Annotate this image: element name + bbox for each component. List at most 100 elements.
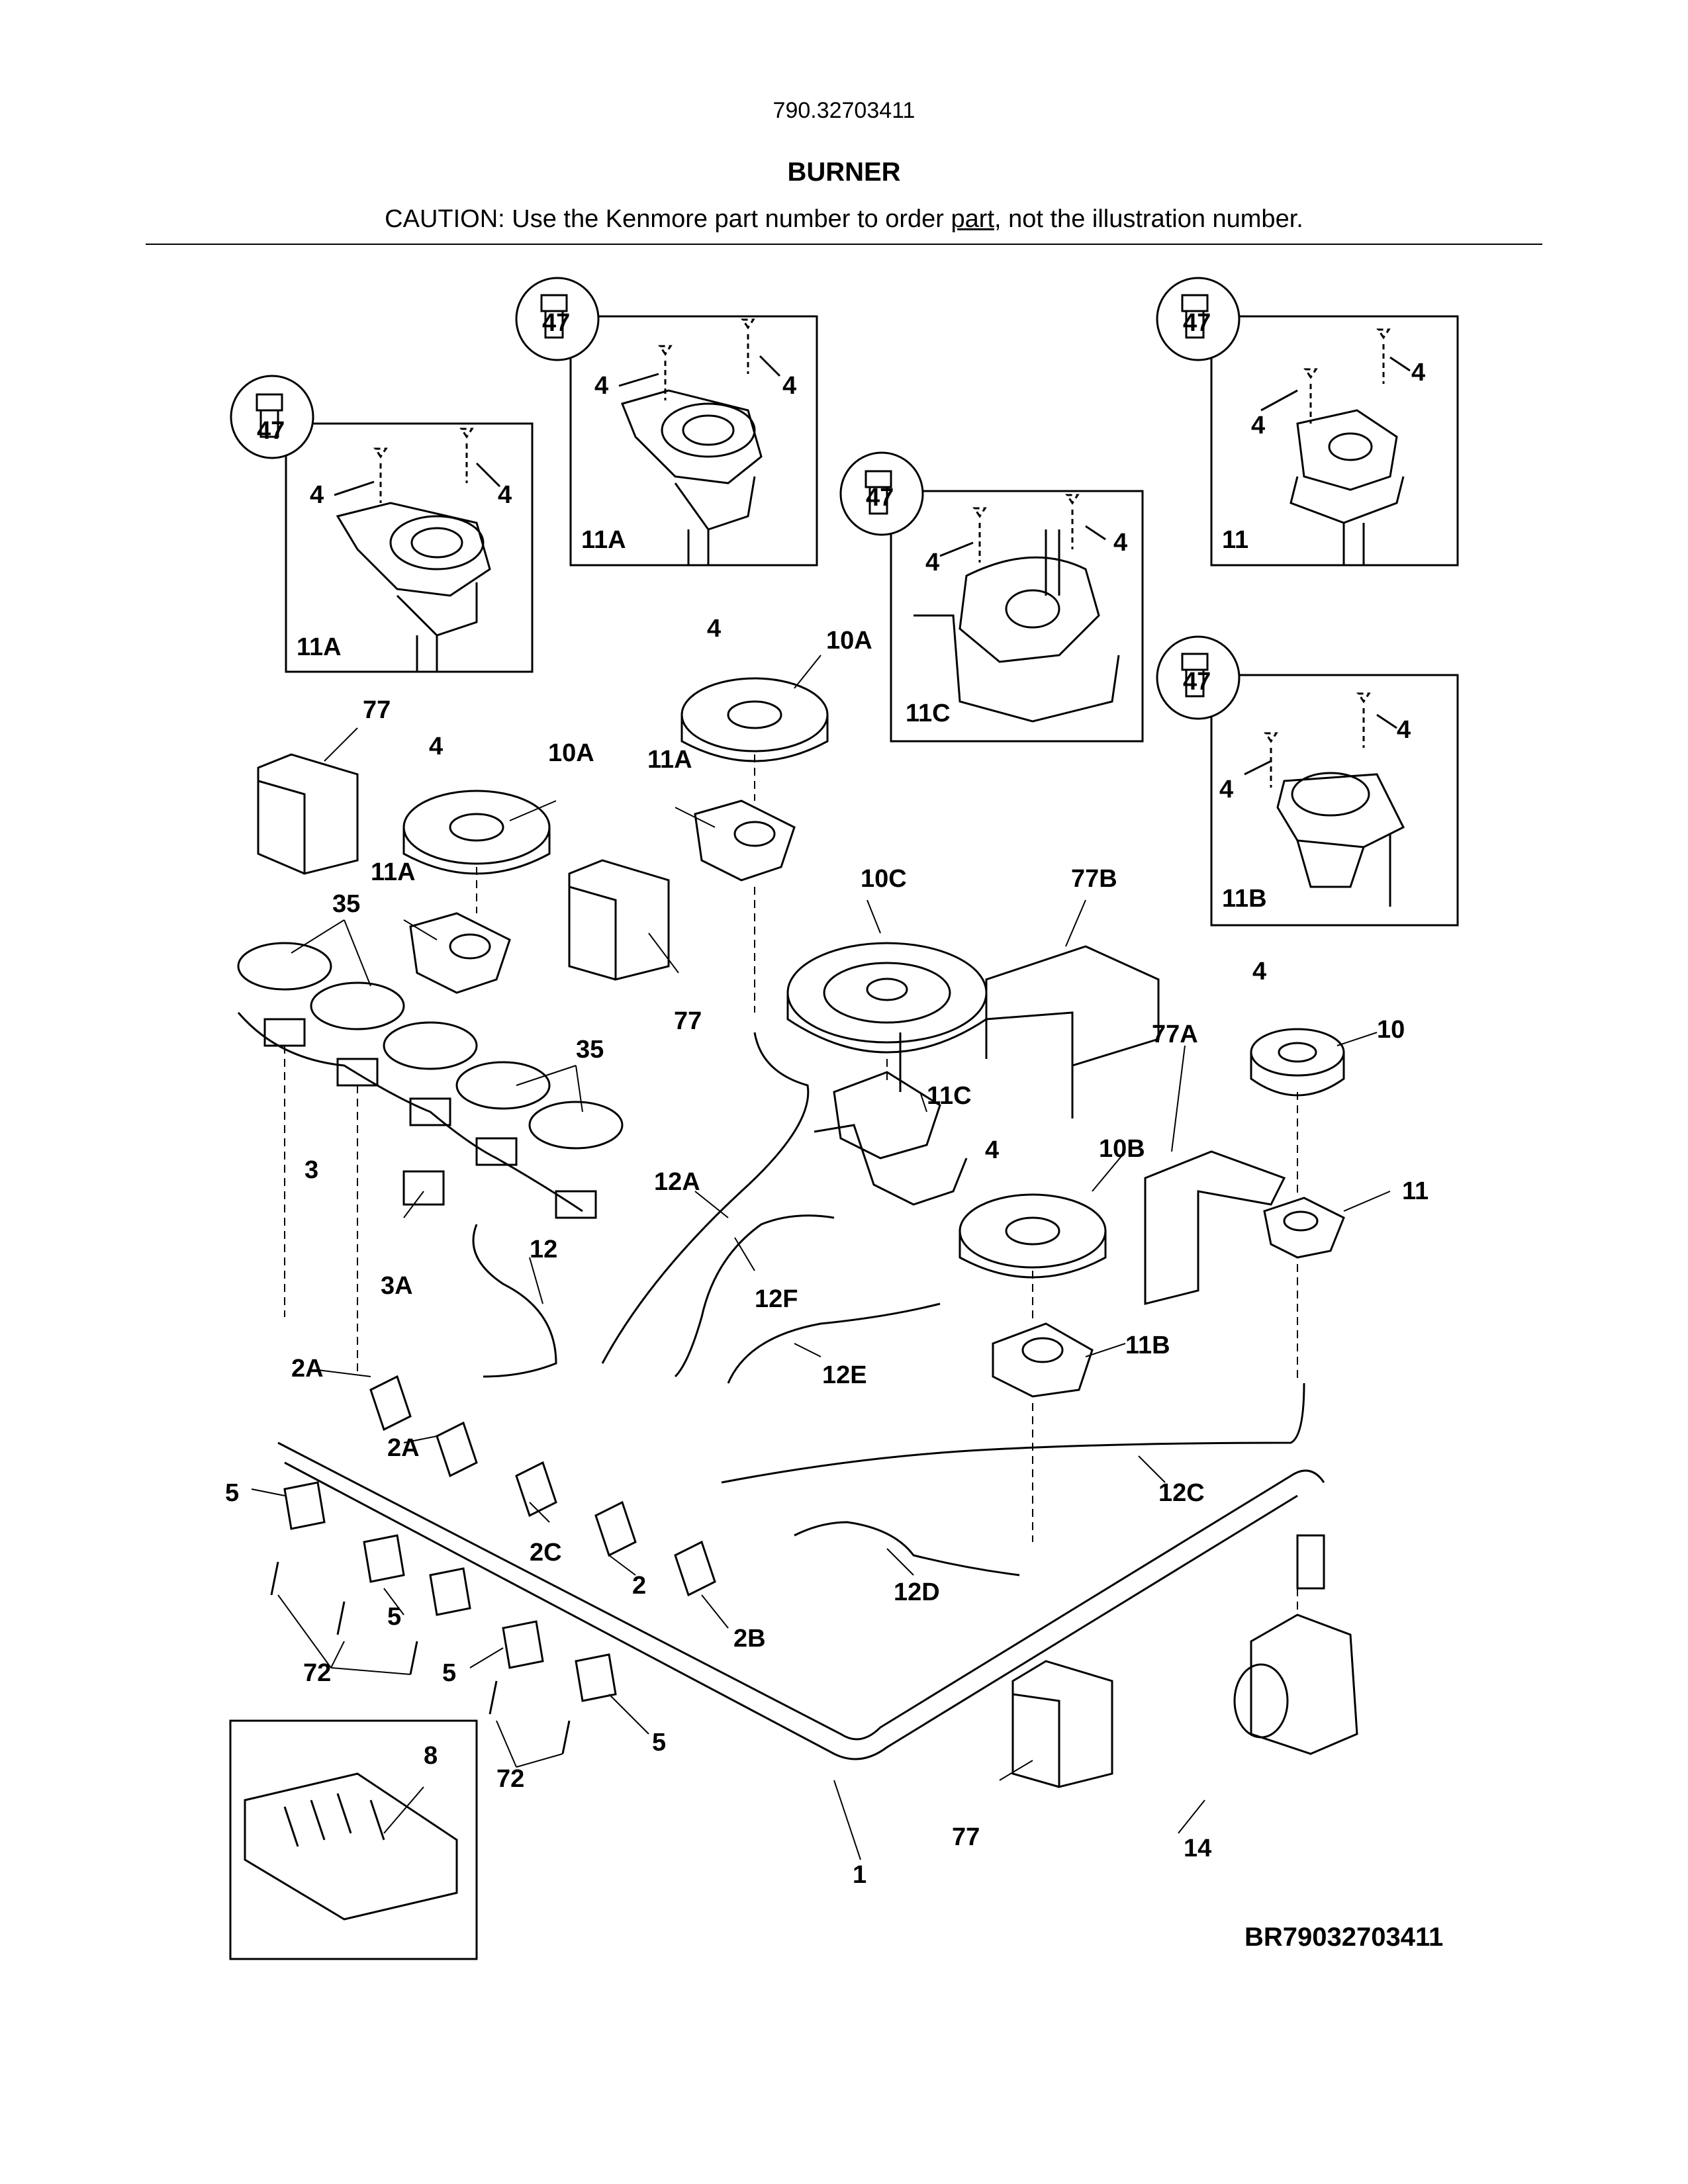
callout-14: 14	[1184, 1835, 1211, 1862]
callout-10: 10	[1377, 1016, 1405, 1044]
callout-77: 77	[674, 1007, 702, 1035]
callout-12C: 12C	[1158, 1479, 1205, 1507]
caution-note: CAUTION: Use the Kenmore part number to …	[0, 205, 1688, 234]
callout-10B: 10B	[1099, 1135, 1145, 1163]
callout-77: 77	[952, 1823, 980, 1851]
callout-47: 47	[1183, 668, 1211, 696]
burner-valves	[369, 1375, 716, 1597]
callout-11A: 11A	[297, 633, 342, 661]
callout-4: 4	[310, 481, 324, 509]
callout-4: 4	[782, 372, 796, 400]
inset-11A-left	[230, 375, 534, 673]
drawing-id: BR79032703411	[1244, 1923, 1444, 1952]
callout-47: 47	[542, 309, 570, 337]
callout-12F: 12F	[755, 1285, 798, 1313]
bracket-77-left	[257, 753, 359, 875]
callout-35: 35	[576, 1036, 604, 1064]
callout-47: 47	[866, 484, 894, 512]
caution-suffix: , not the illustration number.	[994, 205, 1303, 233]
bracket-77-bottom	[1011, 1660, 1113, 1788]
bracket-77A	[1144, 1150, 1286, 1305]
callout-5: 5	[652, 1729, 666, 1756]
callout-2: 2	[632, 1572, 646, 1600]
callout-4: 4	[498, 481, 512, 509]
bracket-77-center	[568, 859, 670, 981]
burner-10	[1250, 1028, 1345, 1097]
callout-4: 4	[707, 615, 721, 643]
callout-4: 4	[1251, 412, 1265, 439]
callout-2C: 2C	[530, 1539, 562, 1567]
inset-11	[1156, 277, 1459, 567]
inset-11C	[839, 451, 1144, 743]
callout-10A: 10A	[826, 627, 872, 655]
tray-35-set	[237, 942, 624, 1150]
header-divider	[146, 244, 1542, 245]
callout-labels: 47 47 47 47 47 4 4 4 4 4 4 4 4 4 4 4 4 4…	[225, 309, 1429, 1889]
caution-part-link[interactable]: part	[951, 205, 994, 233]
callout-11C: 11C	[906, 700, 951, 727]
igniter-harness-3	[237, 1012, 597, 1219]
callout-2A: 2A	[291, 1355, 324, 1383]
callout-11: 11	[1402, 1177, 1429, 1205]
callout-12D: 12D	[894, 1578, 940, 1606]
callout-10C: 10C	[861, 865, 907, 893]
burner-head-11A-lower	[409, 912, 511, 994]
inset-spark-module-8	[229, 1719, 478, 1960]
callout-3A: 3A	[381, 1272, 413, 1300]
callout-1: 1	[853, 1861, 867, 1889]
callout-12: 12	[530, 1236, 557, 1263]
section-title: BURNER	[787, 158, 901, 187]
callout-4: 4	[1113, 529, 1127, 557]
callout-11: 11	[1222, 526, 1248, 554]
callout-5: 5	[442, 1659, 456, 1687]
burner-10B	[959, 1193, 1107, 1279]
inset-11A-top	[515, 277, 818, 567]
callout-4: 4	[925, 549, 939, 576]
bracket-77B	[985, 945, 1160, 1118]
burner-10C	[786, 942, 988, 1054]
model-number: 790.32703411	[773, 98, 915, 123]
pressure-regulator-14	[1233, 1534, 1358, 1755]
callout-47: 47	[257, 417, 285, 445]
callout-4: 4	[594, 372, 608, 400]
callout-4: 4	[1219, 776, 1233, 803]
callout-77B: 77B	[1071, 865, 1117, 893]
callout-11B: 11B	[1125, 1332, 1170, 1359]
manifold-pipe-1	[277, 1441, 1325, 1760]
callout-3: 3	[305, 1156, 318, 1184]
callout-77: 77	[363, 696, 391, 724]
callout-11A: 11A	[371, 858, 416, 886]
alignment-lines	[284, 754, 1298, 1615]
callout-5: 5	[387, 1603, 401, 1631]
callout-2B: 2B	[733, 1625, 766, 1653]
callout-4: 4	[1411, 359, 1425, 387]
callout-8: 8	[424, 1742, 438, 1770]
callout-2A: 2A	[387, 1434, 420, 1462]
callout-5: 5	[225, 1479, 239, 1507]
callout-4: 4	[429, 733, 443, 760]
burner-head-11B	[992, 1322, 1094, 1398]
leader-lines	[251, 655, 1391, 1860]
callout-72: 72	[496, 1765, 524, 1793]
page-header: 790.32703411 BURNER CAUTION: Use the Ken…	[0, 0, 1688, 251]
gas-tubes	[472, 1032, 1305, 1576]
callout-11A: 11A	[647, 746, 692, 774]
burner-head-11A-upper	[694, 799, 796, 882]
callout-12E: 12E	[822, 1361, 867, 1389]
burner-head-11C	[814, 1032, 968, 1206]
burner-10A-upper	[680, 677, 829, 762]
callout-35: 35	[332, 890, 360, 918]
callout-47: 47	[1183, 309, 1211, 337]
inset-11B	[1156, 635, 1459, 927]
callout-4: 4	[1397, 716, 1411, 744]
callout-4: 4	[985, 1136, 999, 1164]
callout-11B: 11B	[1222, 885, 1267, 913]
callout-77A: 77A	[1152, 1021, 1198, 1048]
callout-11A: 11A	[581, 526, 626, 554]
clips-and-screws	[270, 1481, 617, 1754]
burner-head-11	[1263, 1197, 1345, 1259]
callout-12A: 12A	[654, 1168, 700, 1196]
callout-4: 4	[1252, 958, 1266, 985]
callout-11C: 11C	[927, 1082, 972, 1110]
